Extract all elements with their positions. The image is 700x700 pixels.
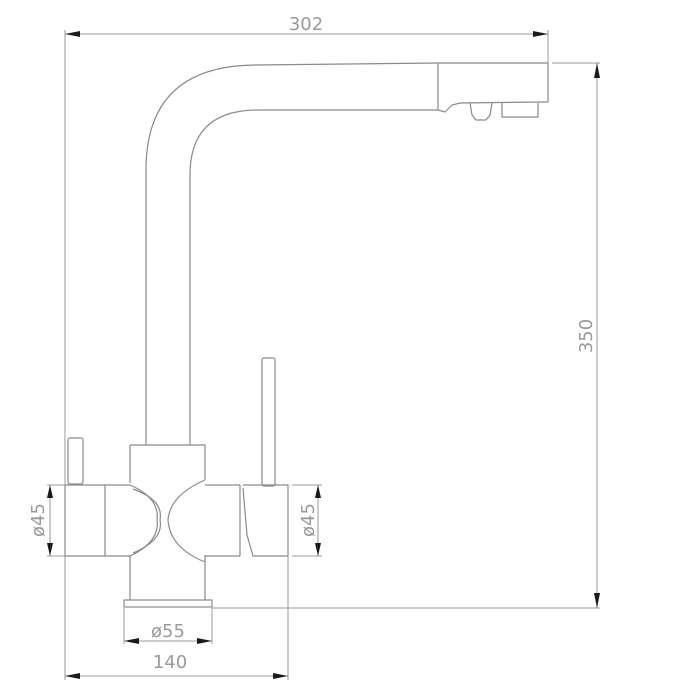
dimension-140: 140 xyxy=(64,556,289,680)
spout-head xyxy=(438,62,549,103)
left-handle-arc2 xyxy=(132,488,162,554)
right-handle-body-b xyxy=(242,484,289,557)
dimension-label-right-45: ø45 xyxy=(298,503,319,537)
dimension-350: 350 xyxy=(212,62,600,609)
spout-inner xyxy=(189,109,438,445)
dimension-right-diameter: ø45 xyxy=(292,484,322,557)
right-lever xyxy=(261,357,276,487)
dimension-302: 302 xyxy=(64,14,549,485)
left-lever xyxy=(67,437,84,485)
body-top xyxy=(130,444,206,480)
dimension-label-140: 140 xyxy=(153,652,187,673)
dimension-label-302: 302 xyxy=(289,14,323,35)
right-handle-arc xyxy=(167,479,206,563)
left-handle-body xyxy=(64,484,130,557)
aerator-right xyxy=(501,103,539,118)
left-handle-arc xyxy=(129,484,158,557)
dimension-base-diameter: ø55 xyxy=(123,608,213,644)
faucet-outline xyxy=(64,62,549,608)
dimension-label-left-45: ø45 xyxy=(28,503,49,537)
right-handle-body-a xyxy=(205,484,241,557)
base-ring xyxy=(123,599,213,608)
body-lower xyxy=(129,555,206,600)
spout-head-lower xyxy=(437,63,541,113)
dimension-left-diameter: ø45 xyxy=(28,484,65,557)
spout-outer xyxy=(145,62,439,445)
dimension-label-55: ø55 xyxy=(151,621,185,642)
aerator-left xyxy=(469,102,493,121)
dimension-label-350: 350 xyxy=(576,319,597,353)
